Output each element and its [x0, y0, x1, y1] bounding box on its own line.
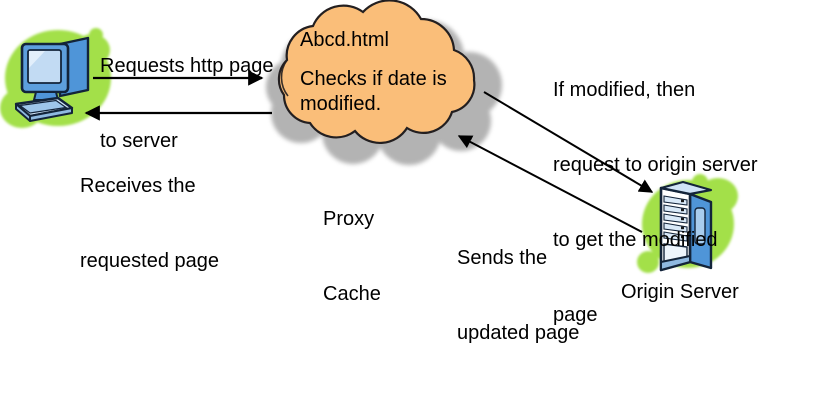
edge-label-line: to get the modified	[553, 229, 718, 251]
edge-label-line: Receives the	[80, 175, 196, 197]
edge-label-line: requested page	[80, 250, 220, 272]
node-label-origin-server: Origin Server	[621, 281, 739, 303]
node-label-line: Cache	[323, 283, 381, 305]
cloud-text-spacer	[300, 53, 500, 67]
server-rack-icon	[637, 174, 738, 273]
edge-label-line: page	[553, 304, 598, 326]
edge-label-client-to-proxy: Requests http page to server	[100, 4, 273, 204]
arrow-proxy-to-origin	[483, 91, 654, 193]
node-label-proxy-cache: Proxy Cache	[323, 157, 381, 357]
cloud-text-check-line2: modified.	[300, 93, 382, 115]
edge-label-line: request to origin server	[553, 154, 758, 176]
edge-label-line: Sends the	[457, 247, 548, 269]
cloud-text-filename: Abcd.html	[300, 29, 389, 51]
edge-label-proxy-to-client: Receives the requested page	[80, 124, 219, 324]
cloud-text-block: Abcd.html Checks if date is modified.	[300, 28, 500, 117]
desktop-computer-icon	[0, 28, 111, 128]
edge-label-line: Requests http page	[100, 55, 274, 77]
edge-label-line: to server	[100, 130, 178, 152]
arrow-origin-to-proxy	[457, 135, 643, 233]
cloud-text-check-line1: Checks if date is	[300, 68, 447, 90]
edge-label-proxy-to-origin: If modified, then request to origin serv…	[553, 28, 758, 378]
node-label-line: Proxy	[323, 208, 375, 230]
cloud-icon	[266, 0, 502, 165]
edge-label-line: updated page	[457, 322, 580, 344]
edge-label-line: If modified, then	[553, 79, 696, 101]
edge-label-origin-to-proxy: Sends the updated page	[457, 196, 579, 396]
